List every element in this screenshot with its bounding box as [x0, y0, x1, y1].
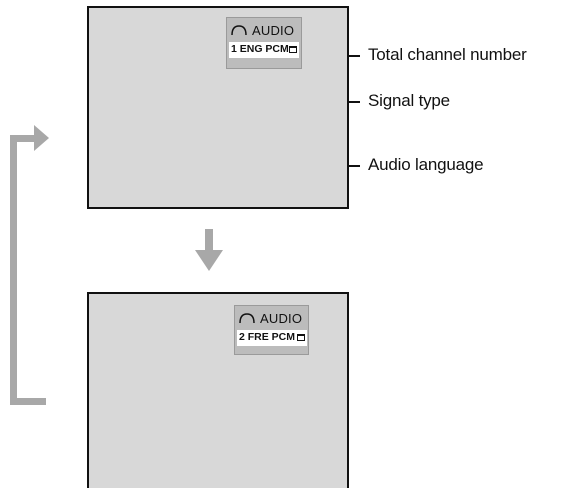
audio-osd: AUDIO 1 ENG PCM: [226, 17, 302, 69]
channel-box-icon: [297, 334, 305, 341]
osd-status-line: 2 FRE PCM: [237, 330, 307, 346]
audio-osd: AUDIO 2 FRE PCM: [234, 305, 309, 355]
headphone-icon: [238, 311, 256, 326]
down-arrow: [195, 229, 223, 271]
callout-signal-type: Signal type: [368, 91, 450, 110]
screen-after: AUDIO 2 FRE PCM: [87, 292, 349, 488]
osd-title: AUDIO: [238, 311, 308, 326]
channel-box-icon: [289, 46, 297, 53]
headphone-icon: [230, 23, 248, 38]
osd-status-text: 2 FRE PCM: [239, 331, 296, 343]
callout-total-channel-number: Total channel number: [368, 45, 527, 64]
osd-status-line: 1 ENG PCM: [229, 42, 299, 58]
osd-title-label: AUDIO: [260, 311, 303, 326]
callout-audio-language: Audio language: [368, 155, 484, 174]
osd-title: AUDIO: [230, 23, 300, 38]
loop-back-arrow: [10, 125, 49, 405]
osd-status-text: 1 ENG PCM: [231, 43, 289, 55]
screen-before: AUDIO 1 ENG PCM: [87, 6, 349, 209]
osd-title-label: AUDIO: [252, 23, 295, 38]
